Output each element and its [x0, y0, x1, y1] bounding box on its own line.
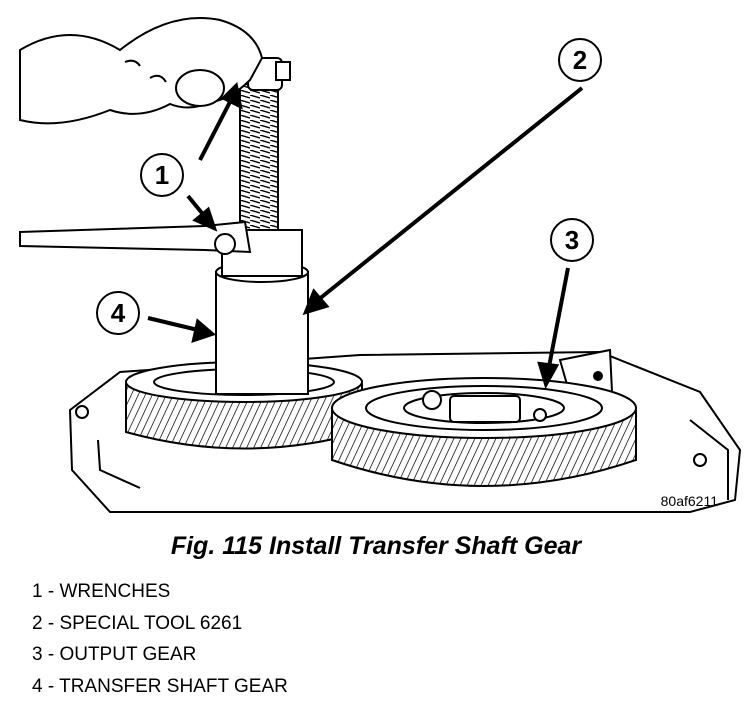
callout-1: 1 [141, 154, 183, 196]
legend-list: 1 - WRENCHES 2 - SPECIAL TOOL 6261 3 - O… [32, 580, 288, 706]
legend-item: 3 - OUTPUT GEAR [32, 643, 288, 675]
svg-text:1: 1 [155, 160, 169, 190]
callout-2: 2 [559, 39, 601, 81]
transfer-gear-illustration: 1 2 3 4 80af6211 [0, 0, 752, 520]
svg-text:3: 3 [565, 225, 579, 255]
callout-3: 3 [551, 219, 593, 261]
callout-4: 4 [97, 292, 139, 334]
figure-caption: Fig. 115 Install Transfer Shaft Gear [0, 532, 752, 561]
legend-item: 1 - WRENCHES [32, 580, 288, 612]
svg-text:2: 2 [573, 45, 587, 75]
svg-text:4: 4 [111, 298, 126, 328]
output-gear [332, 378, 636, 486]
image-code: 80af6211 [661, 493, 719, 509]
legend-item: 4 - TRANSFER SHAFT GEAR [32, 675, 288, 706]
legend-item: 2 - SPECIAL TOOL 6261 [32, 612, 288, 644]
